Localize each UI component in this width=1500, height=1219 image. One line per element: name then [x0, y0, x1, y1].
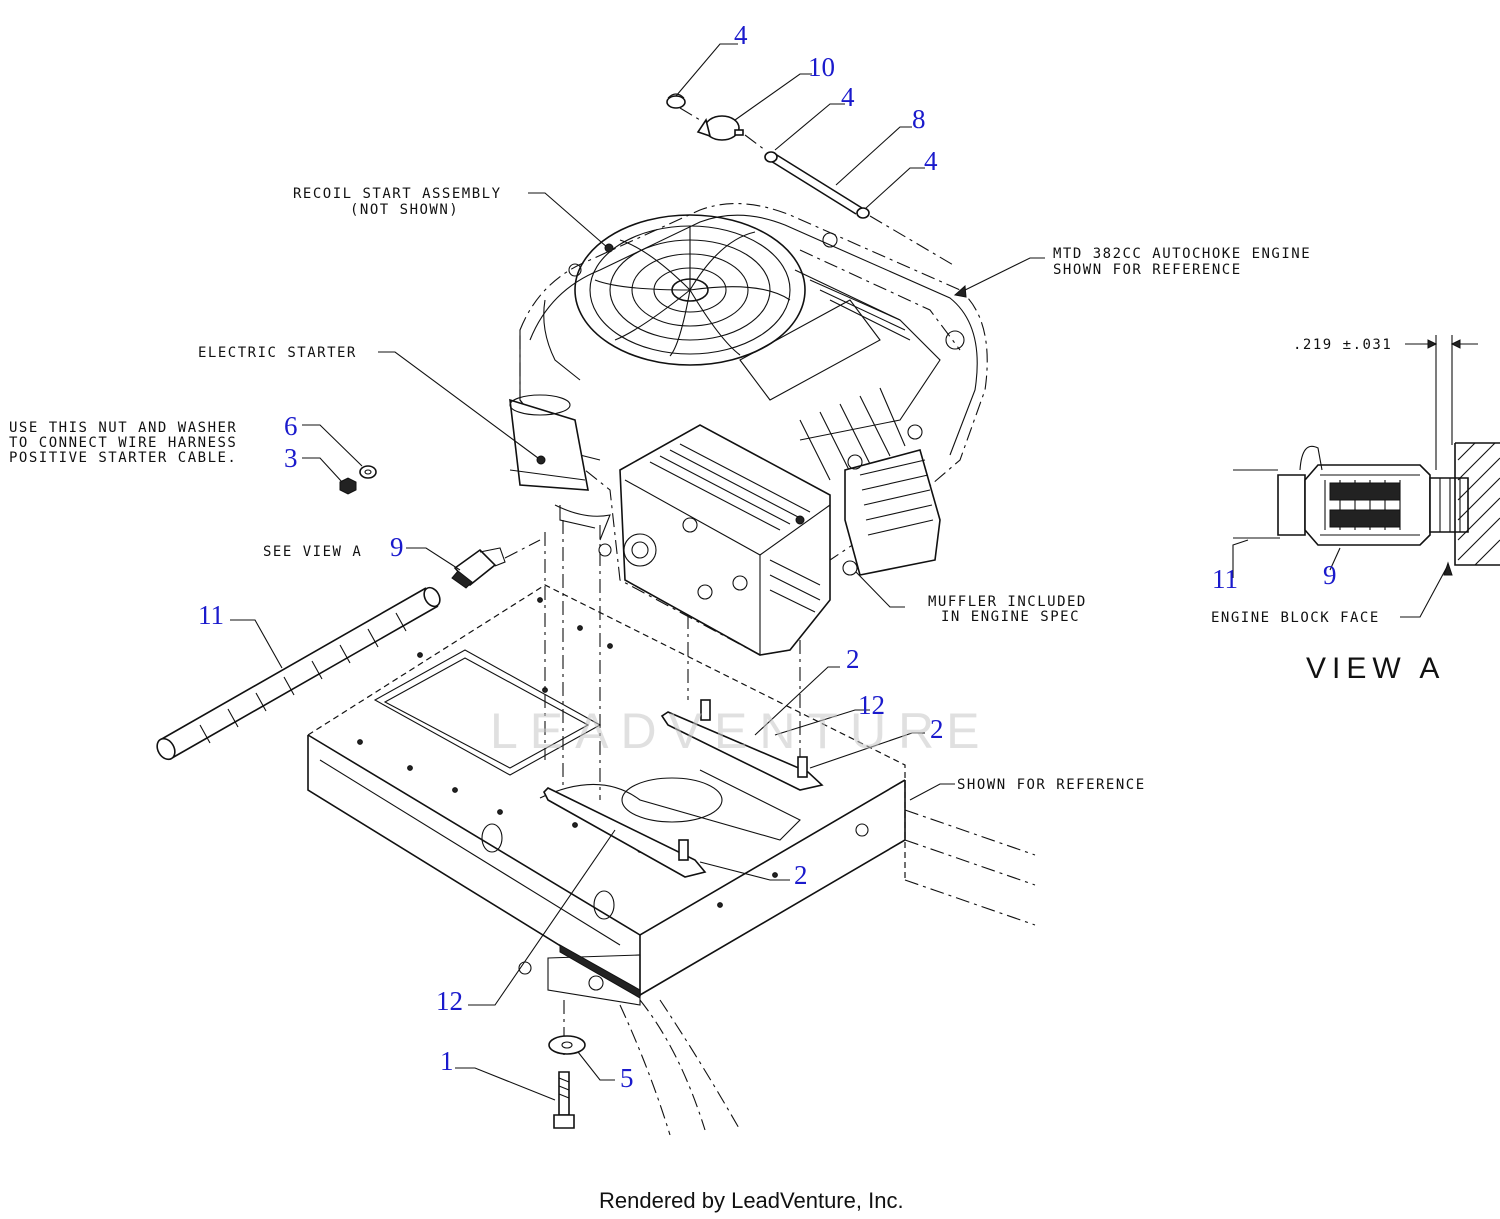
- nut-part: [339, 477, 357, 495]
- clamp-part-top: [666, 93, 686, 109]
- callout-9: 9: [390, 532, 404, 562]
- view-a-title: VIEW A: [1306, 652, 1445, 685]
- callout-10: 10: [808, 52, 835, 82]
- spacer-bar-lower: [543, 787, 707, 878]
- callout-6: 6: [284, 411, 298, 441]
- view-a-callout-11: 11: [1212, 564, 1238, 594]
- engine-illustration: [509, 203, 988, 656]
- view-a-callout-9: 9: [1323, 560, 1337, 590]
- bolt-part-1: [553, 1071, 575, 1129]
- muffler-shape: [598, 424, 831, 656]
- washer-part: [359, 465, 377, 479]
- note-engine-line1: MTD 382CC AUTOCHOKE ENGINE: [1053, 246, 1311, 262]
- callout-2-top: 2: [846, 644, 860, 674]
- spacer-bar-upper: [660, 699, 824, 791]
- frame-plate: [307, 584, 1036, 1136]
- washer-part-5: [548, 1035, 586, 1055]
- note-engine-block-face: ENGINE BLOCK FACE: [1211, 610, 1380, 626]
- callout-11: 11: [198, 600, 224, 630]
- callout-4-lower: 4: [924, 146, 938, 176]
- hose-part-11: [156, 586, 441, 761]
- fuel-line-part: [764, 151, 870, 219]
- view-a-detail: [1233, 335, 1500, 566]
- electric-starter-shape: [509, 394, 589, 491]
- note-electric-starter: ELECTRIC STARTER: [198, 345, 357, 361]
- fitting-part-9: [451, 547, 506, 589]
- note-recoil-line2: (NOT SHOWN): [350, 202, 459, 218]
- note-muffler-line2: IN ENGINE SPEC: [941, 609, 1080, 625]
- callout-8: 8: [912, 104, 926, 134]
- callout-numbers: 4 10 4 8 4 6 3 9 11 2 12 2 2 12 1 5 11 9: [198, 20, 1337, 1093]
- note-nut-line2: TO CONNECT WIRE HARNESS: [9, 435, 237, 451]
- note-engine-line2: SHOWN FOR REFERENCE: [1053, 262, 1242, 278]
- callout-3: 3: [284, 443, 298, 473]
- callout-4-mid: 4: [841, 82, 855, 112]
- note-nut-line1: USE THIS NUT AND WASHER: [9, 420, 237, 436]
- fuel-filter-part: [696, 115, 744, 141]
- note-nut-line3: POSITIVE STARTER CABLE.: [9, 450, 237, 466]
- note-shown-for-reference: SHOWN FOR REFERENCE: [957, 777, 1146, 793]
- callout-5: 5: [620, 1063, 634, 1093]
- dimension-label: .219 ±.031: [1293, 337, 1392, 353]
- note-muffler-line1: MUFFLER INCLUDED: [928, 594, 1087, 610]
- note-see-view-a: SEE VIEW A: [263, 544, 362, 560]
- callout-2-lower: 2: [794, 860, 808, 890]
- note-labels: RECOIL START ASSEMBLY (NOT SHOWN) MTD 38…: [9, 186, 1445, 793]
- callout-4-top: 4: [734, 20, 748, 50]
- footer-credit: Rendered by LeadVenture, Inc.: [599, 1188, 904, 1213]
- callout-12-top: 12: [858, 690, 885, 720]
- watermark-text: LEADVENTURE: [490, 703, 992, 759]
- note-recoil-line1: RECOIL START ASSEMBLY: [293, 186, 502, 202]
- leader-lines: [230, 43, 1453, 1101]
- callout-12-lower: 12: [436, 986, 463, 1016]
- callout-2-right: 2: [930, 714, 944, 744]
- callout-1: 1: [440, 1046, 454, 1076]
